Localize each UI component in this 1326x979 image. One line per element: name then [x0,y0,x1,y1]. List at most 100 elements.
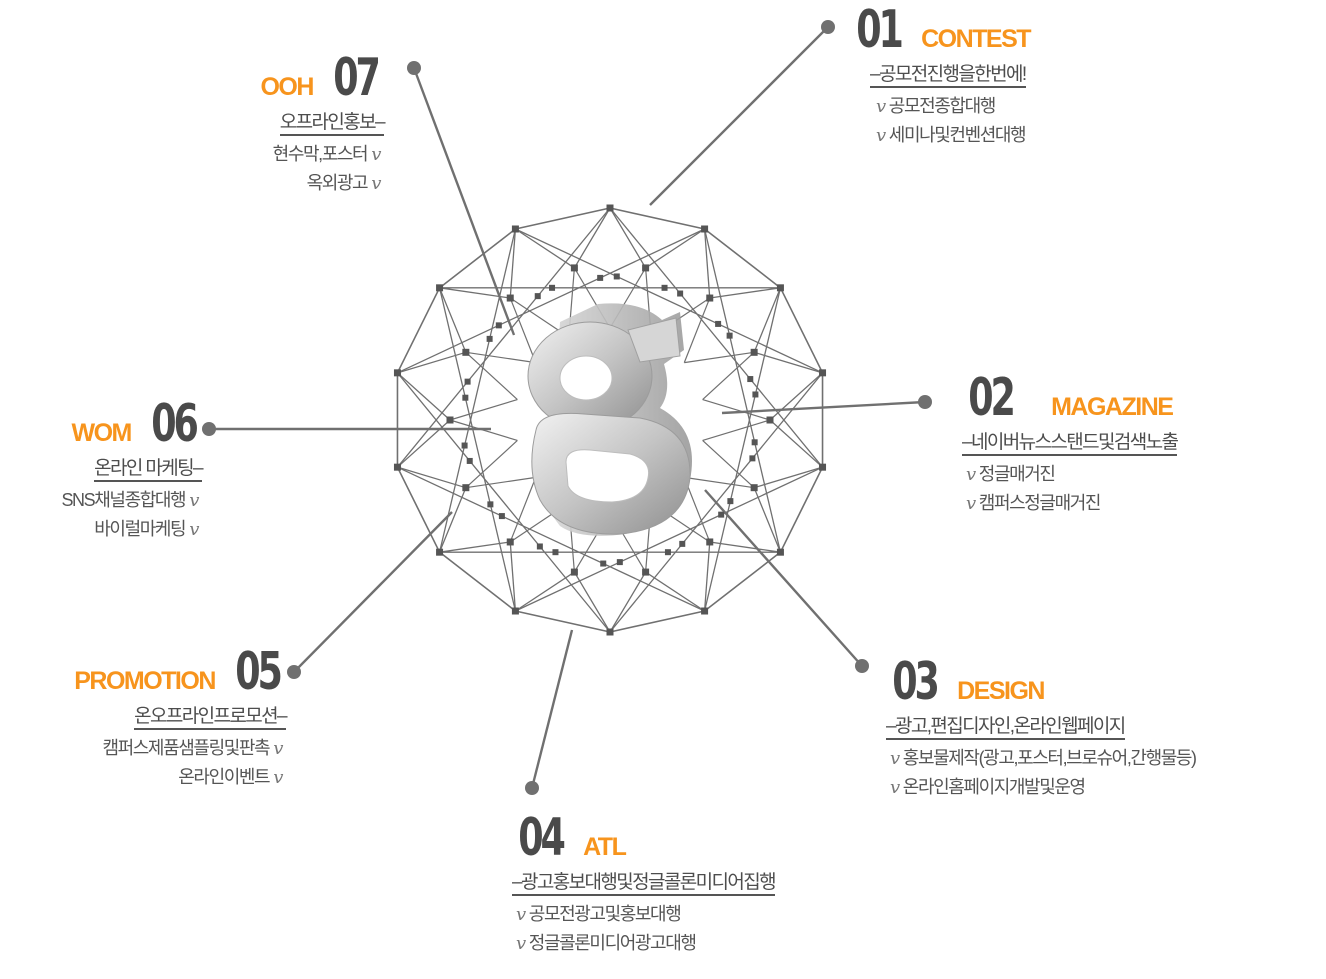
mesh-line [438,287,517,612]
mesh-line [703,228,711,299]
connector-line [412,67,516,336]
mesh-node [570,264,578,272]
mesh-node [776,548,784,556]
mesh-line [449,419,518,442]
connector-dot [855,659,869,673]
mesh-line [769,372,823,421]
section-number: 04 [518,808,566,868]
mesh-node [726,332,733,339]
mesh-node [613,273,620,280]
mesh-line [397,228,705,374]
mesh-line [645,571,705,612]
section-number: 06 [151,394,199,454]
mesh-line [515,228,575,269]
section-subtitle: –공모전진행을한번에! [870,64,1027,88]
connector-dot [407,61,421,75]
mesh-node [606,628,614,636]
mesh-line [396,287,441,374]
mesh-line [704,228,781,289]
mesh-line [397,372,451,421]
mesh-line [515,207,611,230]
mesh-node [506,538,514,546]
mesh-line [702,398,771,421]
mesh-line [397,466,467,489]
mesh-node [462,394,469,401]
mesh-line [779,466,824,553]
mesh-line [753,287,782,353]
mesh-node [750,348,758,356]
mesh-line [465,351,536,364]
mesh-line [779,287,824,374]
section-number: 03 [892,652,940,712]
mesh-node [706,294,714,302]
mesh-line [509,541,517,612]
mesh-line [753,351,823,374]
g-logo [527,303,692,536]
section-label: DESIGN [957,677,1045,705]
section-subtitle: 오프라인홍보– [279,112,386,136]
mesh-line [684,476,755,489]
mesh-node [600,560,607,567]
mesh-node [750,484,758,492]
mesh-line [465,440,518,489]
mesh-line [753,487,782,553]
section-label: ATL [583,833,627,861]
mesh-node [495,322,502,329]
connector-lines [202,20,932,795]
section-label: OOH [260,73,314,101]
mesh-node [570,568,578,576]
mesh-node [536,543,543,550]
mesh-node [727,498,734,505]
mesh-line [609,207,705,230]
mesh-line [509,477,537,543]
mesh-node [701,225,709,233]
mesh-line [609,571,647,633]
mesh-line [702,351,755,400]
mesh-line [684,351,755,364]
mesh-node [436,548,444,556]
mesh-node [511,225,519,233]
mesh-node [819,369,827,377]
mesh-node [718,511,725,518]
section-subtitle: –광고홍보대행및정글콜론미디어집행 [512,872,777,896]
mesh-line [439,541,511,553]
mesh-node [776,284,784,292]
mesh-line [438,487,467,553]
mesh-line [438,287,467,353]
mesh-line [573,571,611,633]
mesh-node [751,439,758,446]
connector-line [530,629,574,789]
mesh-line [709,287,781,299]
section-number: 05 [235,642,283,702]
mesh-node [462,348,470,356]
mesh-line [753,466,823,489]
mesh-node [511,607,519,615]
mesh-line [702,440,755,489]
connector-line [721,400,926,415]
mesh-line [573,207,611,269]
section-number: 07 [333,48,381,108]
connector-dot [918,395,932,409]
mesh-line [439,228,516,289]
mesh-node [664,549,671,556]
mesh-line [396,372,611,633]
mesh-node [446,416,454,424]
mesh-line [397,351,467,374]
section-subtitle: 온오프라인프로모션– [134,706,288,730]
mesh-line [465,351,518,400]
mesh-node [466,457,473,464]
mesh-line [397,419,451,468]
mesh-line [609,207,824,468]
